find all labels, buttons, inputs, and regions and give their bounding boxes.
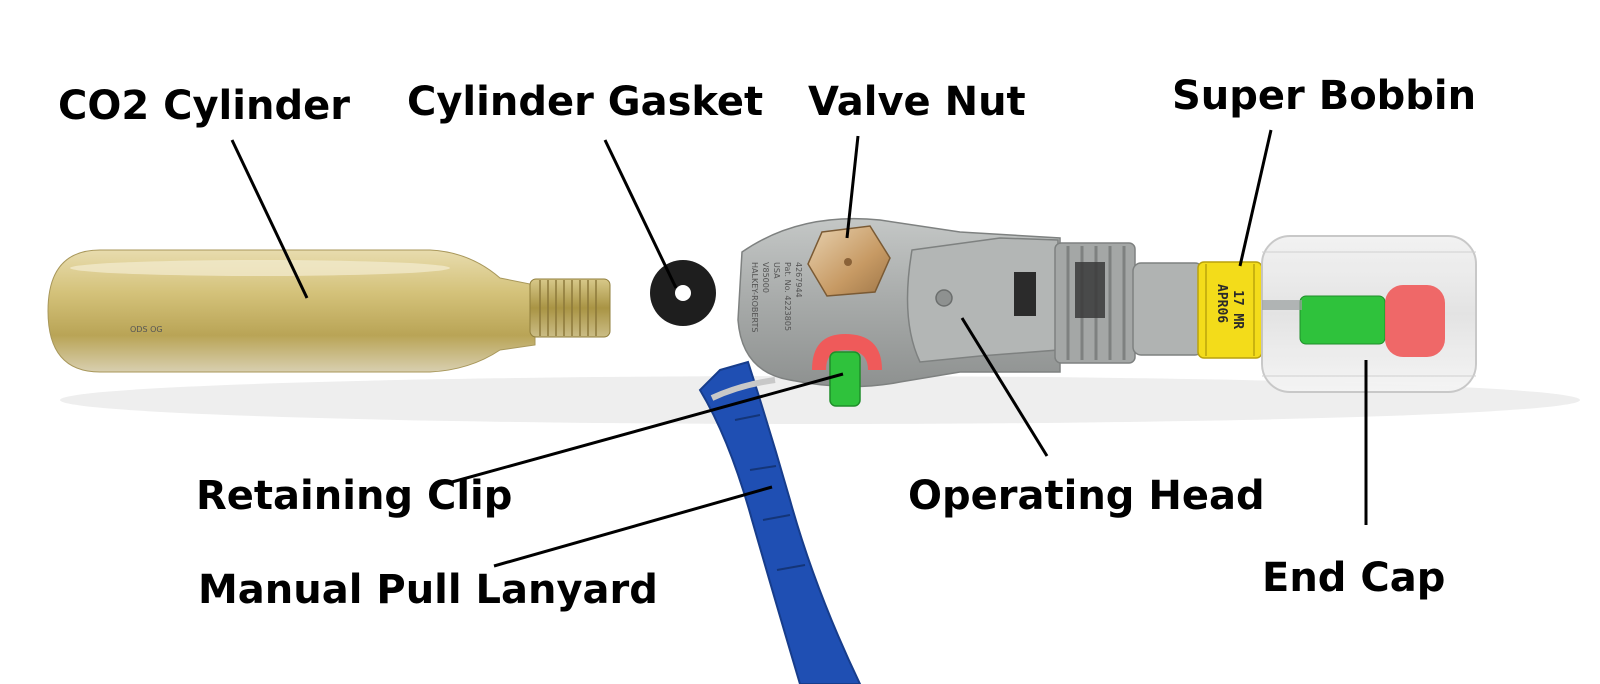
- leader-super-bobbin: [1238, 129, 1273, 267]
- leader-cylinder-gasket: [603, 139, 678, 289]
- lanyard-part: [698, 360, 862, 684]
- label-co2-cylinder: CO2 Cylinder: [58, 83, 350, 129]
- leader-operating-head: [960, 317, 1049, 457]
- valve-nut-part: [807, 225, 891, 297]
- leader-lines: [230, 129, 1368, 568]
- leader-retaining-clip: [451, 372, 844, 484]
- super-bobbin-part: APR06 17 MR: [1197, 261, 1263, 359]
- label-cylinder-gasket: Cylinder Gasket: [407, 79, 764, 125]
- label-super-bobbin: Super Bobbin: [1172, 73, 1477, 119]
- shadow: [60, 376, 1580, 424]
- label-retaining-clip: Retaining Clip: [196, 473, 513, 519]
- cylinder-threads: [529, 278, 611, 338]
- svg-text:17 MR: 17 MR: [1230, 290, 1245, 329]
- label-manual-pull-lanyard: Manual Pull Lanyard: [198, 567, 658, 613]
- svg-text:Pat. No. 4223805: Pat. No. 4223805: [783, 262, 792, 331]
- svg-text:ODS OG: ODS OG: [130, 325, 163, 334]
- end-cap-part: [1261, 235, 1477, 393]
- label-end-cap: End Cap: [1262, 555, 1446, 601]
- gasket-part: [650, 260, 716, 326]
- label-valve-nut: Valve Nut: [808, 79, 1026, 125]
- svg-text:HALKEY-ROBERTS: HALKEY-ROBERTS: [750, 262, 759, 332]
- svg-text:4267944: 4267944: [794, 262, 803, 298]
- co2-cylinder-part: ODS OG: [47, 249, 536, 373]
- svg-text:APR06: APR06: [1214, 284, 1229, 323]
- leader-co2-cylinder: [230, 139, 309, 299]
- svg-text:USA: USA: [772, 262, 781, 279]
- label-operating-head: Operating Head: [908, 473, 1265, 519]
- svg-text:V85000: V85000: [761, 262, 770, 293]
- leader-manual-pull-lanyard: [493, 485, 773, 568]
- leader-valve-nut: [845, 135, 860, 239]
